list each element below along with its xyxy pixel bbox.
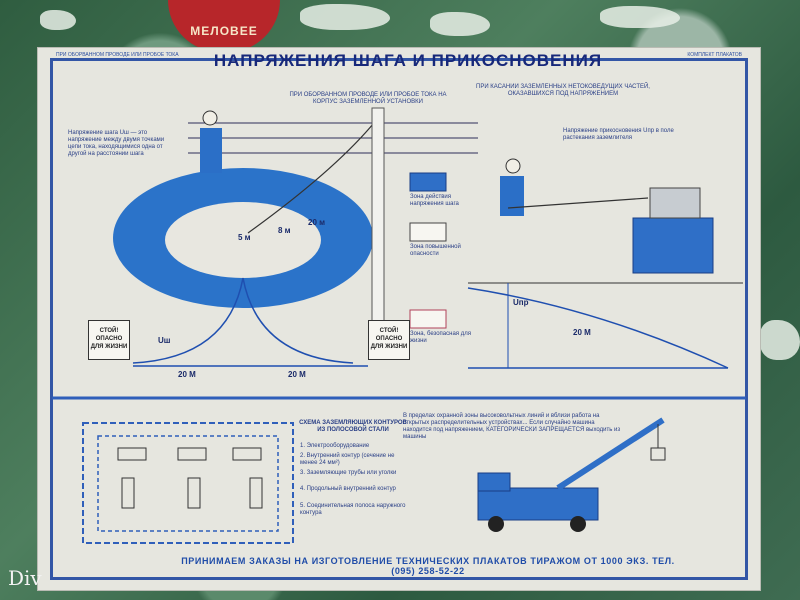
worker-body (200, 128, 222, 173)
paint-chip (300, 4, 390, 30)
illustration-layer (52, 107, 746, 544)
zone-label: Зона, безопасная для жизни (410, 331, 471, 344)
poster-title: НАПРЯЖЕНИЯ ШАГА И ПРИКОСНОВЕНИЯ (213, 51, 603, 70)
rules-text: В пределах охранной зоны высоковольтных … (403, 413, 621, 440)
equipment-block (121, 477, 135, 509)
poster-frame (50, 58, 748, 580)
corner-note-left: ПРИ ОБОРВАННОМ ПРОВОДЕ ИЛИ ПРОБОЕ ТОКА (56, 52, 179, 58)
section-left-caption: ПРИ ОБОРВАННОМ ПРОВОДЕ ИЛИ ПРОБОЕ ТОКА Н… (289, 92, 447, 105)
scheme-item: 5. Соединительная полоса наружного конту… (300, 503, 406, 516)
motor (649, 187, 701, 219)
zone-box-danger (409, 222, 447, 242)
grounding-contour-inner (97, 435, 279, 532)
dist-label: 8 м (278, 226, 291, 235)
bottom-dimension: 20 М (178, 370, 196, 379)
warning-sign: СТОЙ! ОПАСНО ДЛЯ ЖИЗНИ (368, 320, 410, 360)
scheme-title: СХЕМА ЗАЗЕМЛЯЮЩИХ КОНТУРОВ ИЗ ПОЛОСОВОЙ … (299, 420, 407, 433)
truck-wheel (570, 516, 586, 532)
paint-chip (760, 320, 800, 360)
potential-curve-right (467, 287, 729, 369)
poster-footer: ПРИНИМАЕМ ЗАКАЗЫ НА ИЗГОТОВЛЕНИЕ ТЕХНИЧЕ… (181, 556, 675, 576)
danger-ring-inner (165, 202, 321, 278)
crane-truck-cab (477, 472, 511, 492)
safety-poster: ПРИ ОБОРВАННОМ ПРОВОДЕ ИЛИ ПРОБОЕ ТОКА К… (38, 48, 760, 590)
crane-truck-body (477, 487, 599, 521)
broken-wire (247, 117, 379, 234)
worker-rod (507, 197, 649, 209)
worker-head (505, 158, 521, 174)
equipment-block (117, 447, 147, 461)
zone-box-safe (409, 309, 447, 329)
worker-head (202, 110, 218, 126)
equipment-block (232, 447, 262, 461)
equipment-block (249, 477, 263, 509)
scheme-item: 4. Продольный внутренний контур (300, 486, 396, 492)
corner-note-right: КОМПЛЕКТ ПЛАКАТОВ (687, 52, 742, 58)
touch-voltage-text: Напряжение прикосновения Uпр в поле раст… (563, 128, 674, 141)
crane-load (650, 447, 666, 461)
right-dimension: 20 М (573, 328, 591, 337)
dist-label: 20 м (308, 218, 326, 227)
zone-label: Зона повышенной опасности (410, 244, 461, 257)
bottom-dimension: 20 М (288, 370, 306, 379)
watermark-text: Div (8, 566, 42, 590)
scheme-item: 3. Заземляющие трубы или уголки (300, 470, 397, 476)
paint-chip (600, 6, 680, 28)
paint-chip (40, 10, 76, 30)
section-right-caption: ПРИ КАСАНИИ ЗАЗЕМЛЕННЫХ НЕТОКОВЕДУЩИХ ЧА… (476, 84, 650, 97)
paint-chip (430, 12, 490, 36)
u-label: Uпр (513, 298, 529, 307)
equipment-block (187, 477, 201, 509)
dist-label: 5 м (238, 233, 251, 242)
zone-label: Зона действия напряжения шага (410, 194, 459, 207)
equipment-block (177, 447, 207, 461)
grounding-contour-outer (82, 422, 294, 544)
grounded-equipment (632, 217, 714, 274)
worker-body (500, 176, 524, 216)
potential-curve-left (132, 277, 354, 364)
zone-box-step (409, 172, 447, 192)
crane-boom (556, 417, 665, 491)
step-voltage-text: Напряжение шага Uш — это напряжение межд… (68, 130, 165, 157)
u-label: Uш (158, 336, 171, 345)
scheme-item: 1. Электрооборудование (300, 443, 370, 449)
scheme-item: 2. Внутренний контур (сечение не менее 2… (300, 453, 395, 466)
warning-sign: СТОЙ! ОПАСНО ДЛЯ ЖИЗНИ (88, 320, 130, 360)
truck-wheel (488, 516, 504, 532)
